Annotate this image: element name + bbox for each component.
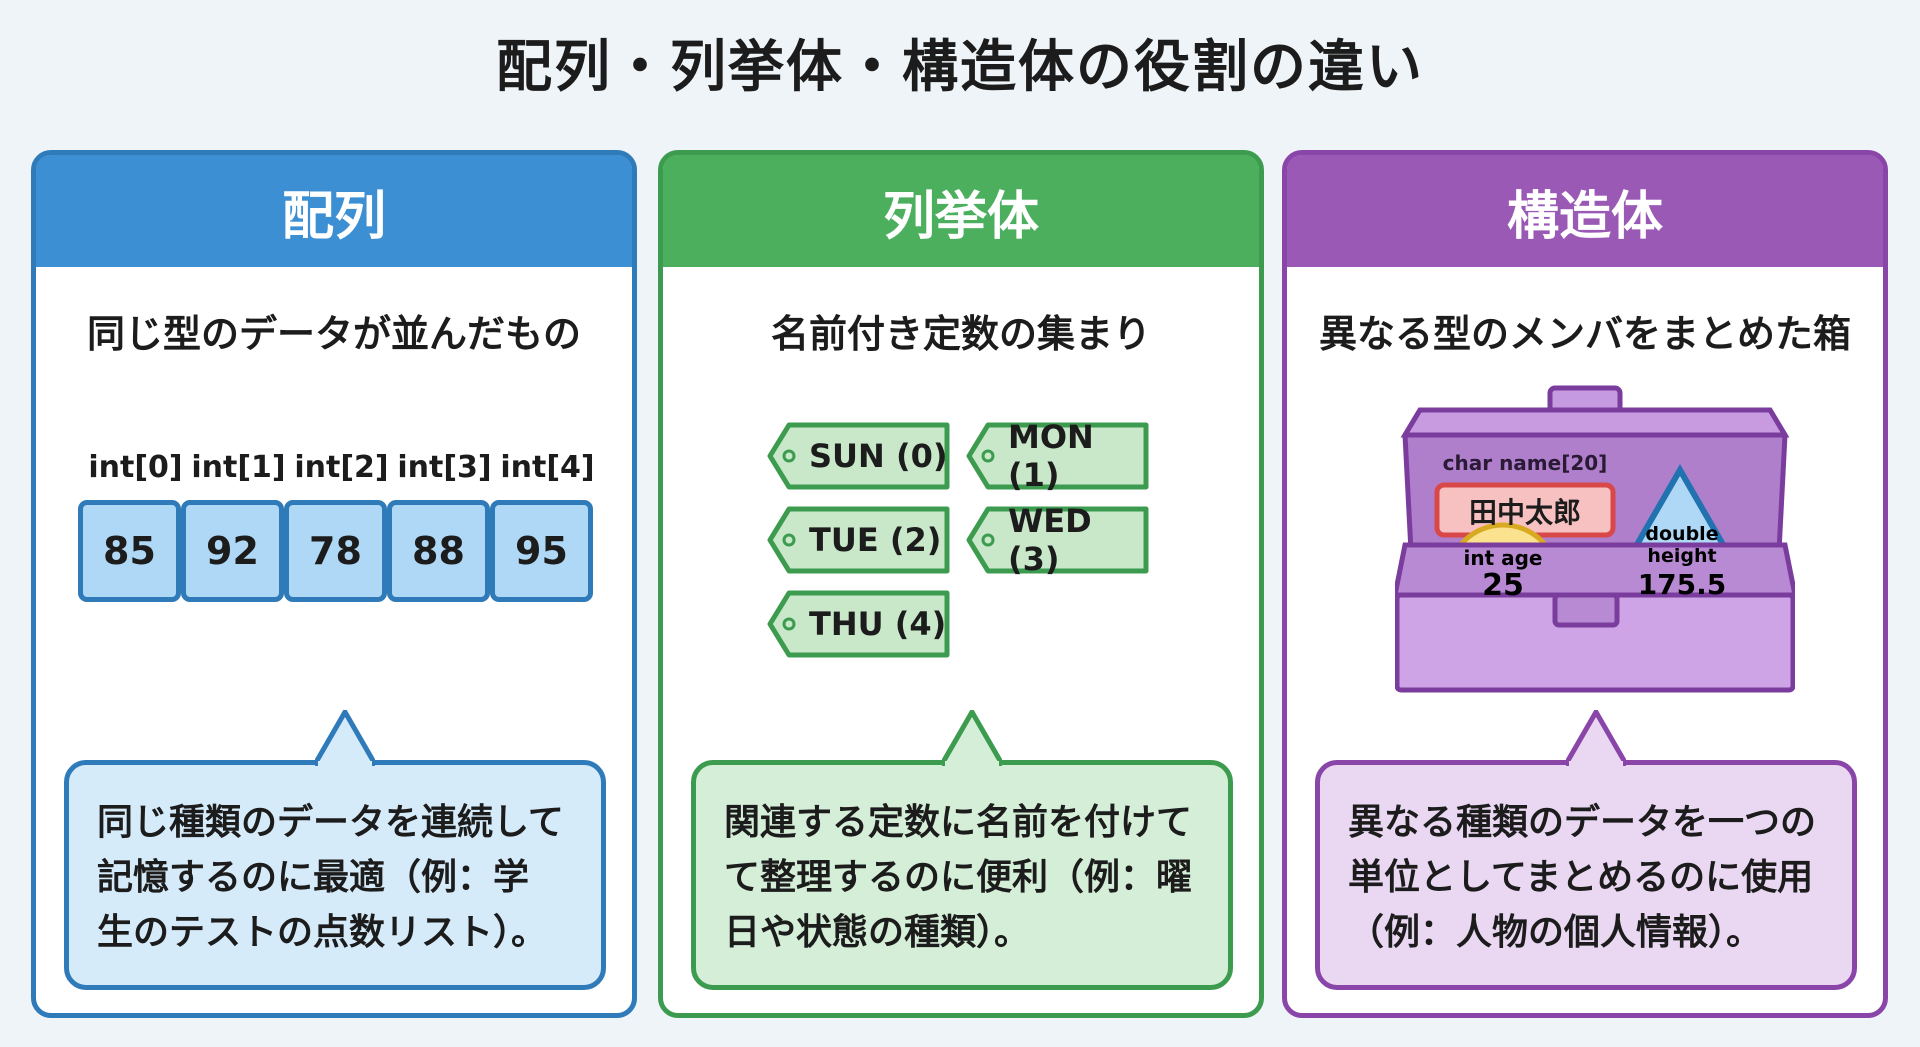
callout-line: 同じ種類のデータを連続して — [97, 802, 564, 843]
callout-line: 単位としてまとめるのに使用 — [1348, 857, 1814, 898]
array-cell: 88 — [387, 500, 490, 602]
struct-box-illustration: char name[20] 田中太郎 int age 25 double hei… — [1395, 385, 1795, 693]
index-label: int[2] — [294, 450, 389, 485]
callout-line: て整理するのに便利（例：曜 — [724, 857, 1193, 898]
tag-shape-icon — [966, 506, 1149, 574]
age-label: int age — [1464, 546, 1543, 570]
array-cell: 95 — [490, 500, 593, 602]
tag-label: SUN (0) — [809, 437, 948, 475]
tag-label: THU (4) — [809, 605, 947, 643]
tag-label: MON (1) — [1008, 418, 1094, 494]
index-label: int[1] — [191, 450, 286, 485]
enum-subtitle: 名前付き定数の集まり — [770, 312, 1151, 356]
struct-subtitle: 異なる型のメンバをまとめた箱 — [1318, 312, 1851, 356]
callout-pointer-icon — [315, 710, 375, 766]
age-value: 25 — [1482, 568, 1524, 603]
tag-shape-icon — [767, 506, 950, 574]
tag-shape-icon — [767, 422, 950, 490]
tag-label: WED (3) — [1008, 502, 1092, 578]
callout-line: 日や状態の種類）。 — [724, 912, 1031, 953]
tag-label: TUE (2) — [809, 521, 942, 559]
array-header: 配列 — [36, 155, 632, 267]
name-label: char name[20] — [1443, 451, 1608, 475]
callout-line: 異なる種類のデータを一つの — [1348, 802, 1817, 843]
array-subtitle: 同じ型のデータが並んだもの — [86, 312, 581, 356]
height-label: double — [1645, 523, 1718, 545]
array-panel: 配列 同じ型のデータが並んだもの int[0] int[1] int[2] in… — [31, 150, 637, 1018]
struct-callout: 異なる種類のデータを一つの 単位としてまとめるのに使用 （例：人物の個人情報）。 — [1315, 710, 1857, 990]
array-callout: 同じ種類のデータを連続して 記憶するのに最適（例：学 生のテストの点数リスト）。 — [64, 710, 606, 990]
name-value: 田中太郎 — [1469, 496, 1581, 529]
struct-header: 構造体 — [1287, 155, 1883, 267]
callout-pointer-icon — [942, 710, 1002, 766]
callout-line: 生のテストの点数リスト）。 — [97, 912, 548, 953]
enum-tag: THU (4) — [767, 589, 951, 659]
array-cells: 85 92 78 88 95 — [78, 500, 593, 602]
callout-line: 関連する定数に名前を付けて — [724, 802, 1193, 843]
enum-tag: TUE (2) — [767, 505, 951, 575]
array-cell: 78 — [284, 500, 387, 602]
height-value: 175.5 — [1638, 568, 1727, 601]
tag-shape-icon — [966, 422, 1149, 490]
tag-shape-icon — [767, 590, 950, 658]
index-label: int[0] — [88, 450, 183, 485]
enum-header: 列挙体 — [663, 155, 1259, 267]
enum-tag: SUN (0) — [767, 421, 951, 491]
height-label: height — [1647, 545, 1716, 567]
callout-line: （例：人物の個人情報）。 — [1348, 912, 1763, 953]
index-label: int[4] — [500, 450, 595, 485]
array-cell: 92 — [181, 500, 284, 602]
enum-tag: MON (1) — [966, 418, 1150, 494]
enum-tag: WED (3) — [966, 502, 1150, 578]
enum-panel: 列挙体 名前付き定数の集まり SUN (0) MON (1) TUE (2) WED … — [658, 150, 1264, 1018]
struct-panel: 構造体 異なる型のメンバをまとめた箱 char name[20] 田中太郎 in… — [1282, 150, 1888, 1018]
callout-line: 記憶するのに最適（例：学 — [97, 857, 530, 898]
array-cell: 85 — [78, 500, 181, 602]
array-index-labels: int[0] int[1] int[2] int[3] int[4] — [84, 450, 599, 485]
callout-pointer-icon — [1566, 710, 1626, 766]
index-label: int[3] — [397, 450, 492, 485]
page-title: 配列・列挙体・構造体の役割の違い — [496, 35, 1424, 100]
enum-callout: 関連する定数に名前を付けて て整理するのに便利（例：曜 日や状態の種類）。 — [691, 710, 1233, 990]
